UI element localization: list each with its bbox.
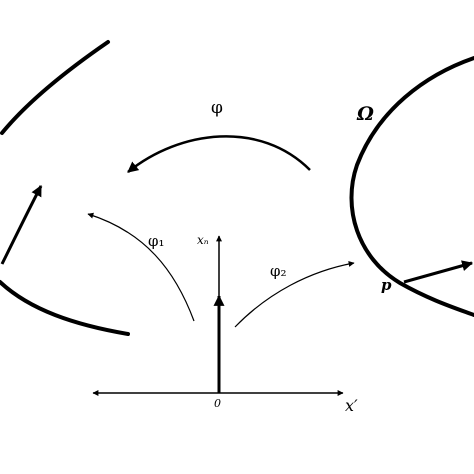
- left-lower-curve: [0, 280, 130, 336]
- origin-label: 0: [214, 397, 221, 410]
- point-p-label: p: [381, 276, 392, 294]
- phi-arrow: [127, 135, 311, 173]
- left-upper-curve: [0, 40, 110, 135]
- phi2-label: φ₂: [270, 262, 287, 280]
- x-prime-label: x′: [345, 396, 358, 415]
- left-tangent-vector: [0, 185, 43, 265]
- p-tangent-vector: [403, 260, 474, 284]
- omega-label: Ω: [357, 103, 374, 125]
- phi1-label: φ₁: [148, 232, 165, 250]
- omega-curve: [349, 56, 474, 317]
- phi1-arrow: [87, 212, 195, 322]
- phi2-arrow: [234, 261, 355, 328]
- xn-label: xₙ: [197, 233, 209, 247]
- phi-label: φ: [211, 98, 223, 118]
